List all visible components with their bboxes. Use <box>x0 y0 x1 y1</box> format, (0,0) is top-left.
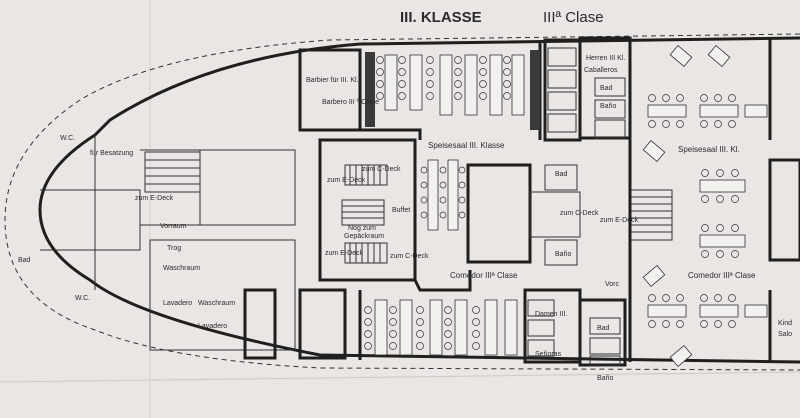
right-wall-panel <box>530 50 540 130</box>
label-damen: Damen III. <box>535 311 567 318</box>
lavatory-column <box>523 38 582 364</box>
label-zum-e-deck-left: zum E-Deck <box>135 195 174 202</box>
label-speisesaal-left: Speisesaal III. Klasse <box>428 141 505 150</box>
stair-upper <box>344 164 388 186</box>
dining-chairs-lower-left <box>364 306 480 350</box>
dining-tables-right <box>647 104 768 318</box>
speisesaal-right-walls <box>628 38 772 362</box>
gepaeckraum-core <box>318 138 417 282</box>
stair-middle <box>341 199 385 226</box>
label-fuer-besatzung: für Besatzung <box>90 150 133 157</box>
stair-lower <box>344 242 388 264</box>
label-herren: Herren III Kl. <box>586 55 625 62</box>
label-bano-1: Baño <box>600 103 616 110</box>
label-speisesaal-right: Speisesaal III. Kl. <box>678 145 740 154</box>
dining-chairs-right <box>648 94 739 328</box>
label-waschraum: Waschraum <box>163 265 200 272</box>
label-comedor-right: Comedor IIIª Clase <box>688 271 756 280</box>
label-vorc: Vorc <box>605 281 620 288</box>
label-bad-left: Bad <box>18 257 31 264</box>
heading-german: III. KLASSE <box>400 9 482 26</box>
label-barbier: Barbier für III. Kl. <box>306 77 359 84</box>
label-zum-e-deck: zum E-Deck <box>327 177 366 184</box>
label-bad-1: Bad <box>600 85 613 92</box>
label-zum-c-deck: zum C-Deck <box>362 166 401 173</box>
speisesaal-left-walls <box>358 40 542 360</box>
label-kinder: Kind <box>778 320 792 327</box>
diagonal-tables-right <box>642 45 731 367</box>
left-wall-panel <box>365 52 375 127</box>
label-gepaeckraum: Gepäckraum <box>344 233 384 240</box>
label-buffet: Buffet <box>392 207 410 214</box>
label-bano-3: Baño <box>597 375 613 382</box>
label-zum-c-deck-2: zum C-Deck <box>560 210 599 217</box>
label-vorraum: Vorraum <box>160 223 187 230</box>
inner-hull <box>38 36 800 364</box>
dining-tables-lower-left <box>374 299 518 356</box>
label-bano-2: Baño <box>555 251 571 258</box>
hull-outline <box>4 33 800 371</box>
dining-tables-upper-left <box>384 54 525 116</box>
label-zum-e-deck-3: zum E-Deck <box>325 250 364 257</box>
right-trunk <box>768 158 800 262</box>
label-nog-zum: Nög zum <box>348 225 376 232</box>
heading-spanish: IIIª Clase <box>543 9 604 26</box>
label-caballeros: Caballeros <box>584 67 618 74</box>
paper-fold <box>0 371 800 383</box>
dining-tables-centre-left <box>420 159 466 231</box>
label-wc-2: W.C. <box>75 295 90 302</box>
label-wc-1: W.C. <box>60 135 75 142</box>
label-lavadero: Lavadero <box>163 300 192 307</box>
label-barbero: Barbero III ª Clase <box>322 99 379 106</box>
label-trog: Trog <box>167 245 181 252</box>
stair-stern <box>144 151 201 193</box>
label-bad-2: Bad <box>555 171 568 178</box>
trunk-block <box>243 288 277 360</box>
label-lavadero-2: Lavadero <box>198 323 227 330</box>
label-waschraum-2: Waschraum <box>198 300 235 307</box>
label-salon: Salo <box>778 331 792 338</box>
bath-column <box>578 36 632 367</box>
label-comedor-left: Comedor IIIª Clase <box>450 271 518 280</box>
wash-area <box>149 239 296 351</box>
label-zum-c-deck-3: zum C-Deck <box>390 253 429 260</box>
trunk-block-2 <box>298 288 347 360</box>
label-zum-e-deck-2: zum E-Deck <box>600 217 639 224</box>
label-senoras: Señoras <box>535 351 562 358</box>
dining-chairs-upper-left <box>376 56 511 100</box>
bath-pair-center <box>529 164 581 266</box>
label-bad-3: Bad <box>597 325 610 332</box>
